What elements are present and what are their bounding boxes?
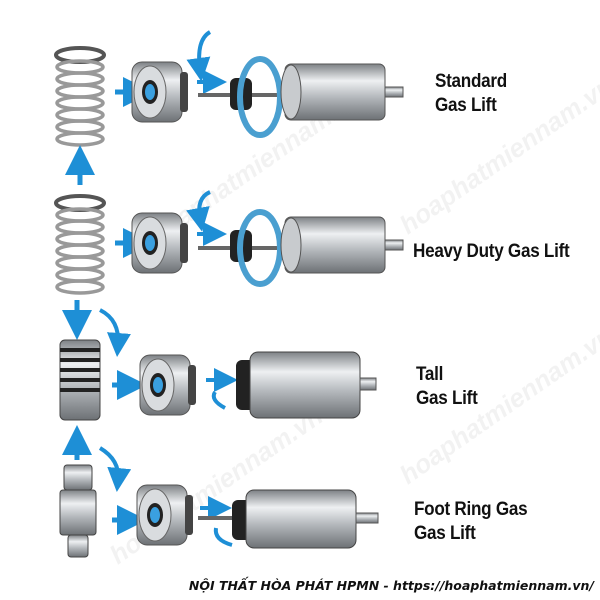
label-heavy-duty-gas-lift: Heavy Duty Gas Lift — [413, 240, 570, 264]
bearing-cap — [139, 354, 197, 416]
label-line: Gas Lift — [416, 388, 478, 409]
label-foot-ring-gas-lift: Foot Ring Gas Gas Lift — [414, 498, 528, 546]
gas-cylinder — [280, 63, 404, 121]
bearing-cap — [131, 212, 189, 274]
label-line: Heavy Duty Gas Lift — [413, 241, 570, 262]
label-line: Gas Lift — [414, 523, 476, 544]
label-line: Foot Ring Gas — [414, 499, 528, 520]
gas-cylinder — [245, 489, 357, 549]
spring-icon — [54, 46, 106, 147]
bearing-cap — [136, 484, 194, 546]
row-heavy-duty-gas-lift — [54, 190, 404, 295]
label-line: Tall — [416, 364, 444, 385]
label-tall-gas-lift: Tall Gas Lift — [416, 363, 478, 411]
row-standard-gas-lift — [54, 30, 404, 147]
gas-cylinder — [280, 216, 404, 274]
spring-icon — [54, 194, 106, 295]
footer-credit: NỘI THẤT HÒA PHÁT HPMN - https://hoaphat… — [188, 578, 594, 593]
label-line: Standard — [435, 71, 507, 92]
label-standard-gas-lift: Standard Gas Lift — [435, 70, 507, 118]
gas-cylinder — [249, 351, 361, 419]
row-tall-gas-lift — [59, 339, 377, 421]
label-line: Gas Lift — [435, 95, 497, 116]
row-foot-ring-gas-lift — [59, 464, 379, 558]
bearing-cap — [131, 61, 189, 123]
